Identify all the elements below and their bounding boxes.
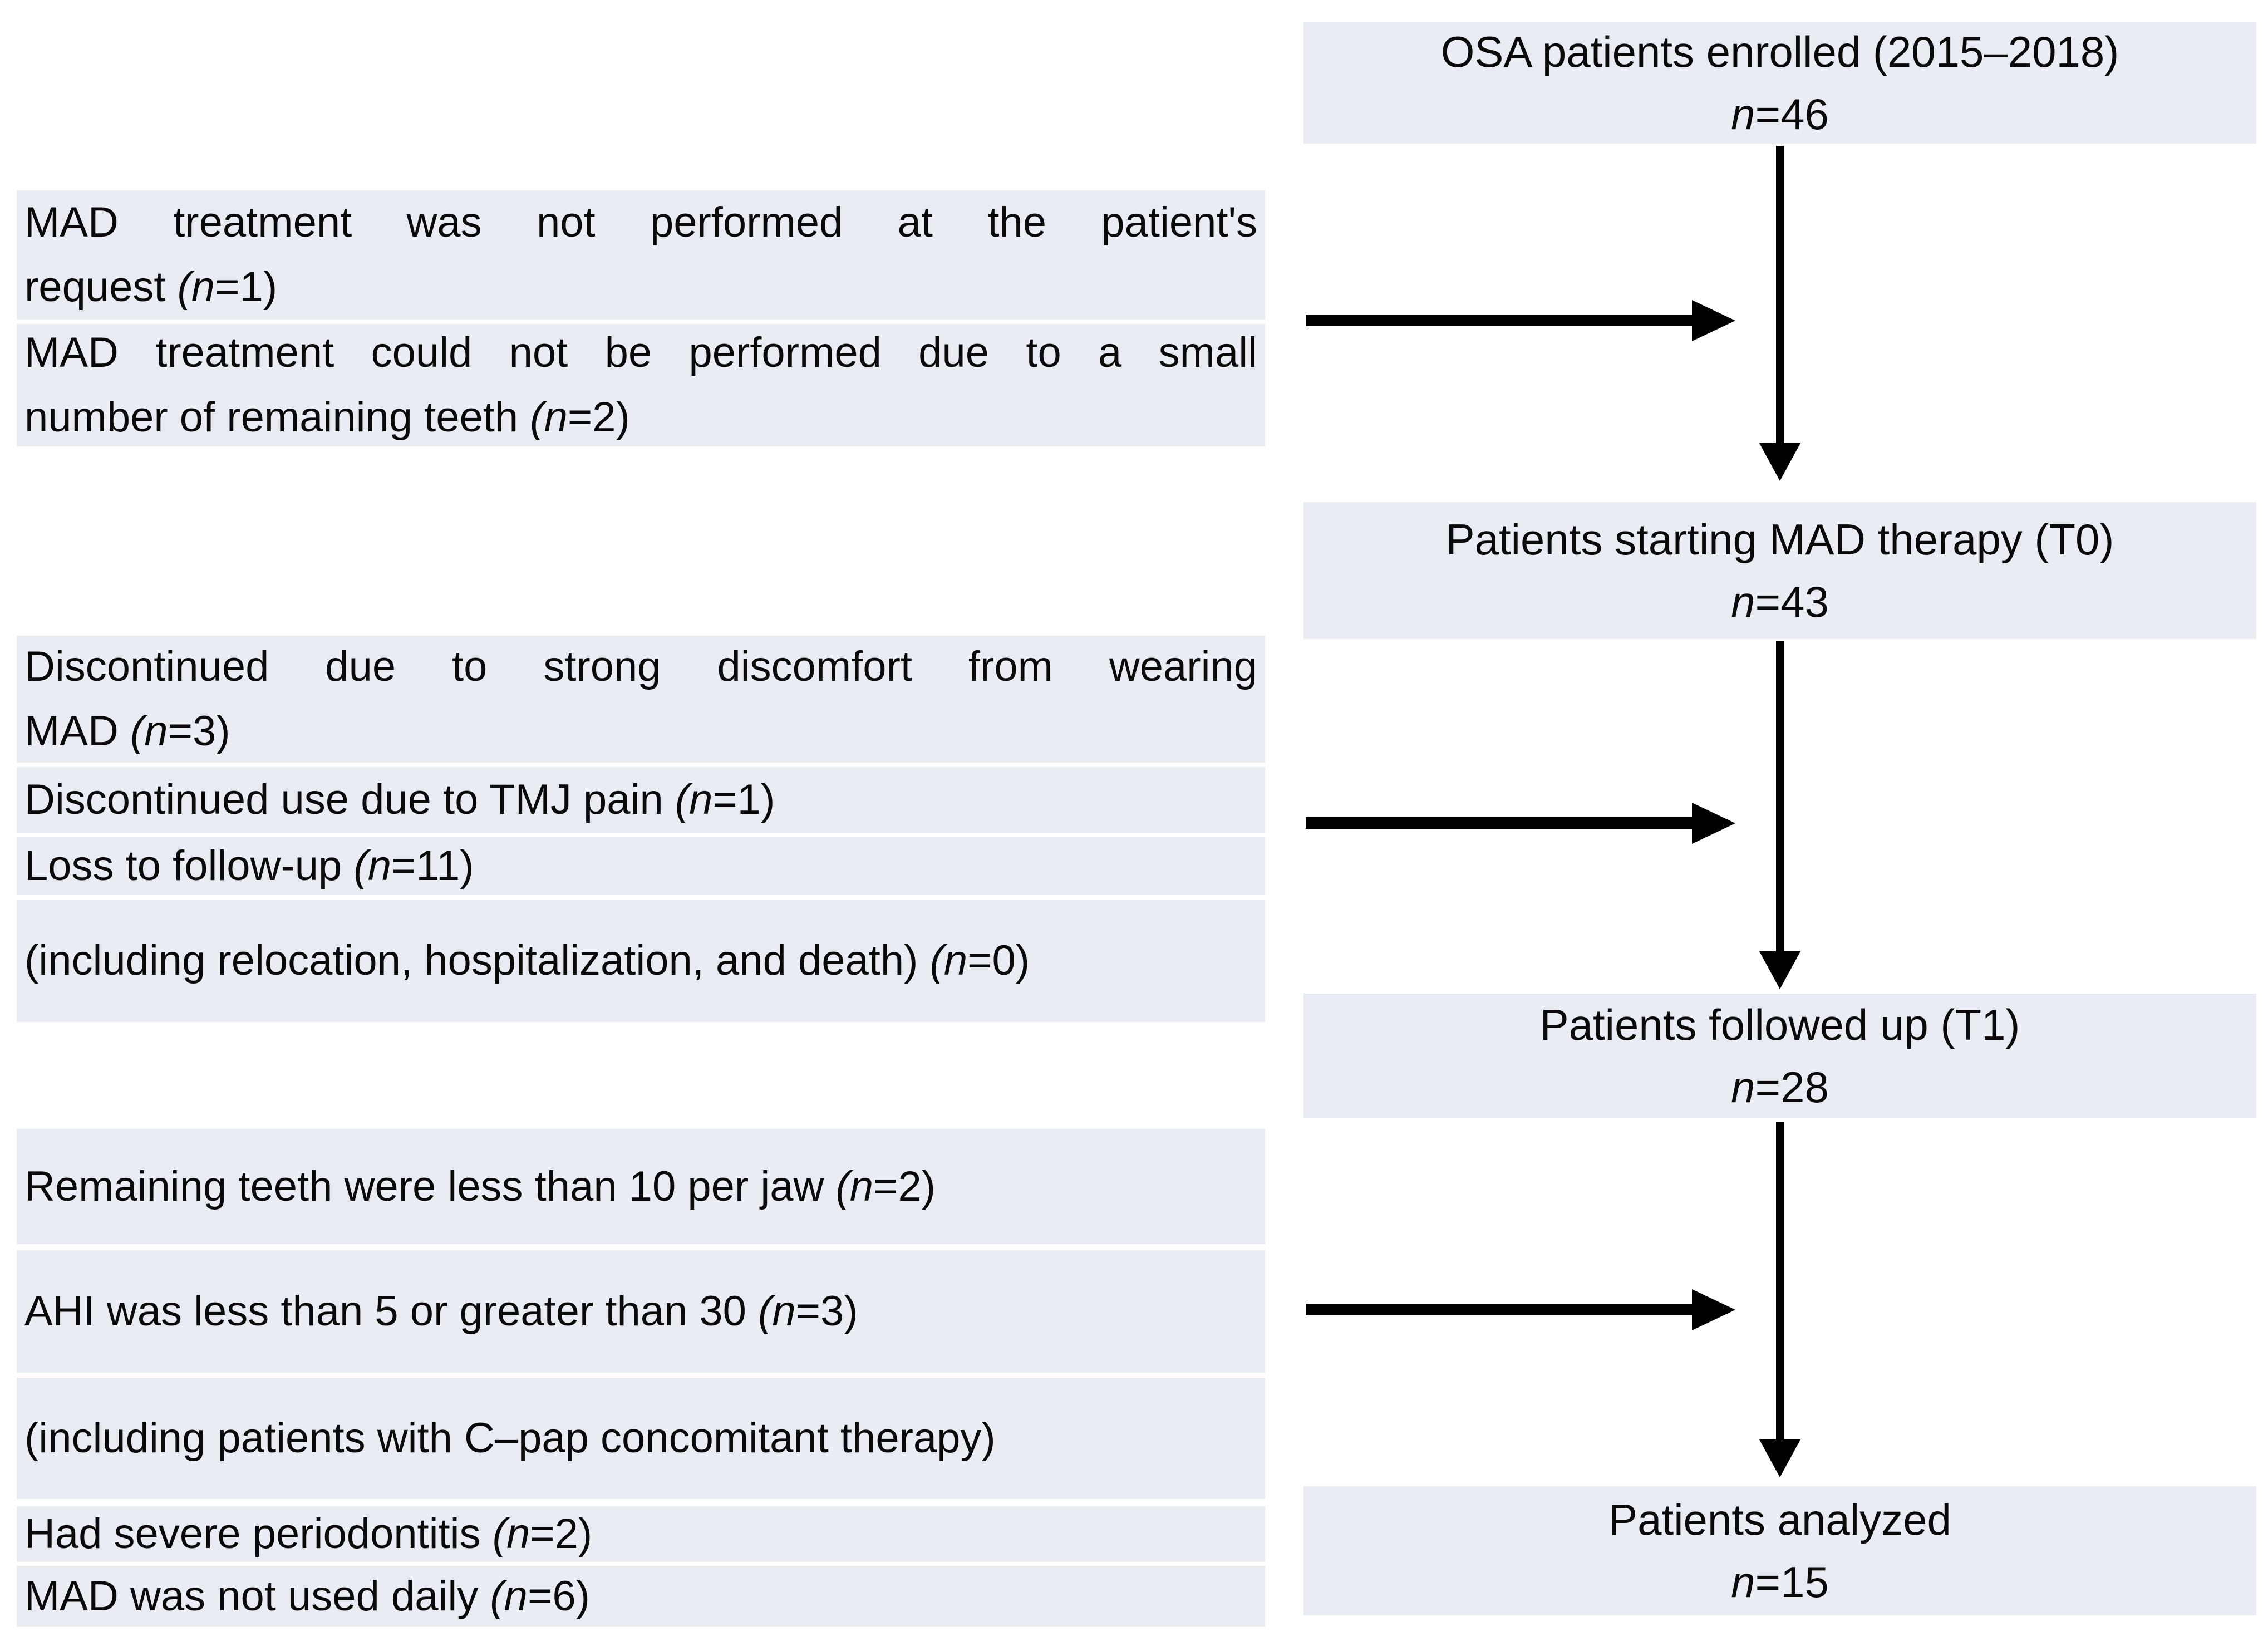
down-arrow (1776, 1122, 1784, 1442)
exclusion-text-line: Had severe periodontitis (n=2) (24, 1502, 1257, 1566)
flow-box-title: Patients starting MAD therapy (T0) (1445, 515, 2114, 564)
exclusion-text-line: (including relocation, hospitalization, … (24, 928, 1257, 993)
exclusion-text-line: MAD (n=3) (24, 699, 1257, 764)
n-value: =0) (967, 937, 1030, 984)
flow-box-starting-mad-therapy: Patients starting MAD therapy (T0) n=43 (1303, 502, 2256, 639)
n-symbol: (n (353, 842, 391, 890)
n-symbol: n (1731, 1557, 1755, 1606)
exclusion-text: Loss to follow-up (24, 842, 354, 890)
exclusion-text-line: Discontinued due to strong discomfort fr… (24, 635, 1257, 699)
exclusion-text-line: AHI was less than 5 or greater than 30 (… (24, 1279, 1257, 1344)
exclusion-text: Discontinued due to strong discomfort fr… (24, 643, 1257, 690)
exclusion-text: MAD (24, 707, 130, 755)
flow-box-count: n=28 (1731, 1056, 1829, 1118)
exclusion-text: number of remaining teeth (24, 394, 530, 441)
exclusion-text: Discontinued use due to TMJ pain (24, 776, 675, 823)
n-value: =1) (215, 263, 278, 311)
n-symbol: n (1731, 1062, 1755, 1112)
exclusion-text-line: MAD treatment was not performed at the p… (24, 190, 1257, 255)
exclusion-text-line: MAD was not used daily (n=6) (24, 1564, 1257, 1629)
n-symbol: n (1731, 90, 1755, 139)
n-value: =1) (712, 776, 775, 823)
flow-box-followed-up: Patients followed up (T1) n=28 (1303, 994, 2256, 1118)
n-value: =2) (873, 1162, 936, 1210)
exclusion-row-discomfort: Discontinued due to strong discomfort fr… (17, 636, 1265, 763)
flow-box-count: n=15 (1731, 1551, 1829, 1613)
exclusion-row-remaining-teeth: Remaining teeth were less than 10 per ja… (17, 1129, 1265, 1244)
n-value: =3) (168, 707, 230, 755)
right-arrow (1306, 817, 1694, 829)
n-symbol: (n (530, 394, 568, 441)
exclusion-row-no-treatment-request: MAD treatment was not performed at the p… (17, 190, 1265, 320)
exclusion-row-tmj-pain: Discontinued use due to TMJ pain (n=1) (17, 767, 1265, 833)
n-value: =28 (1755, 1062, 1829, 1112)
exclusion-text: MAD treatment was not performed at the p… (24, 199, 1257, 246)
exclusion-row-ahi-range: AHI was less than 5 or greater than 30 (… (17, 1250, 1265, 1373)
exclusion-text: MAD was not used daily (24, 1572, 490, 1620)
n-value: =46 (1755, 90, 1829, 139)
n-symbol: (n (130, 707, 168, 755)
exclusion-text: Remaining teeth were less than 10 per ja… (24, 1162, 836, 1210)
exclusion-row-severe-periodontitis: Had severe periodontitis (n=2) (17, 1506, 1265, 1562)
exclusion-text-line: Remaining teeth were less than 10 per ja… (24, 1154, 1257, 1219)
exclusion-text-line: Discontinued use due to TMJ pain (n=1) (24, 768, 1257, 832)
flow-box-analyzed: Patients analyzed n=15 (1303, 1486, 2256, 1615)
exclusion-text: (including patients with C–pap concomita… (24, 1414, 996, 1462)
exclusion-text-line: Loss to follow-up (n=11) (24, 834, 1257, 898)
n-value: =2) (530, 1510, 593, 1557)
n-value: =43 (1755, 577, 1829, 626)
down-arrow (1776, 146, 1784, 445)
n-symbol: (n (929, 937, 968, 984)
exclusion-text: (including relocation, hospitalization, … (24, 937, 930, 984)
n-symbol: n (1731, 577, 1755, 626)
flow-box-title: Patients analyzed (1608, 1495, 1951, 1544)
right-arrow (1306, 315, 1694, 326)
exclusion-row-relocation-hospitalization-death: (including relocation, hospitalization, … (17, 900, 1265, 1022)
exclusion-row-few-remaining-teeth: MAD treatment could not be performed due… (17, 324, 1265, 446)
exclusion-text: AHI was less than 5 or greater than 30 (24, 1288, 759, 1335)
exclusion-text-line: MAD treatment could not be performed due… (24, 321, 1257, 385)
n-value: =6) (527, 1572, 590, 1620)
n-symbol: (n (758, 1288, 796, 1335)
right-arrow (1306, 1304, 1694, 1315)
n-symbol: (n (835, 1162, 874, 1210)
n-value: =11) (391, 842, 474, 890)
exclusion-text-line: request (n=1) (24, 255, 1257, 320)
exclusion-text: Had severe periodontitis (24, 1510, 493, 1557)
n-value: =3) (795, 1288, 858, 1335)
n-value: =2) (567, 394, 630, 441)
flow-box-count: n=46 (1731, 83, 1829, 145)
exclusion-row-cpap-concomitant: (including patients with C–pap concomita… (17, 1378, 1265, 1499)
flow-box-count: n=43 (1731, 571, 1829, 633)
down-arrow (1776, 641, 1784, 954)
exclusion-row-mad-not-used-daily: MAD was not used daily (n=6) (17, 1566, 1265, 1627)
n-symbol: (n (490, 1572, 528, 1620)
n-value: =15 (1755, 1557, 1829, 1606)
exclusion-text-line: (including patients with C–pap concomita… (24, 1406, 1257, 1471)
n-symbol: (n (177, 263, 215, 311)
flow-box-enrolled: OSA patients enrolled (2015–2018) n=46 (1303, 22, 2256, 144)
exclusion-text: request (24, 263, 178, 311)
exclusion-text: MAD treatment could not be performed due… (24, 329, 1257, 376)
n-symbol: (n (492, 1510, 530, 1557)
exclusion-text-line: number of remaining teeth (n=2) (24, 385, 1257, 450)
exclusion-row-loss-to-follow-up: Loss to follow-up (n=11) (17, 837, 1265, 895)
flow-box-title: Patients followed up (T1) (1539, 1000, 2020, 1049)
flow-box-title: OSA patients enrolled (2015–2018) (1440, 27, 2119, 76)
n-symbol: (n (675, 776, 713, 823)
